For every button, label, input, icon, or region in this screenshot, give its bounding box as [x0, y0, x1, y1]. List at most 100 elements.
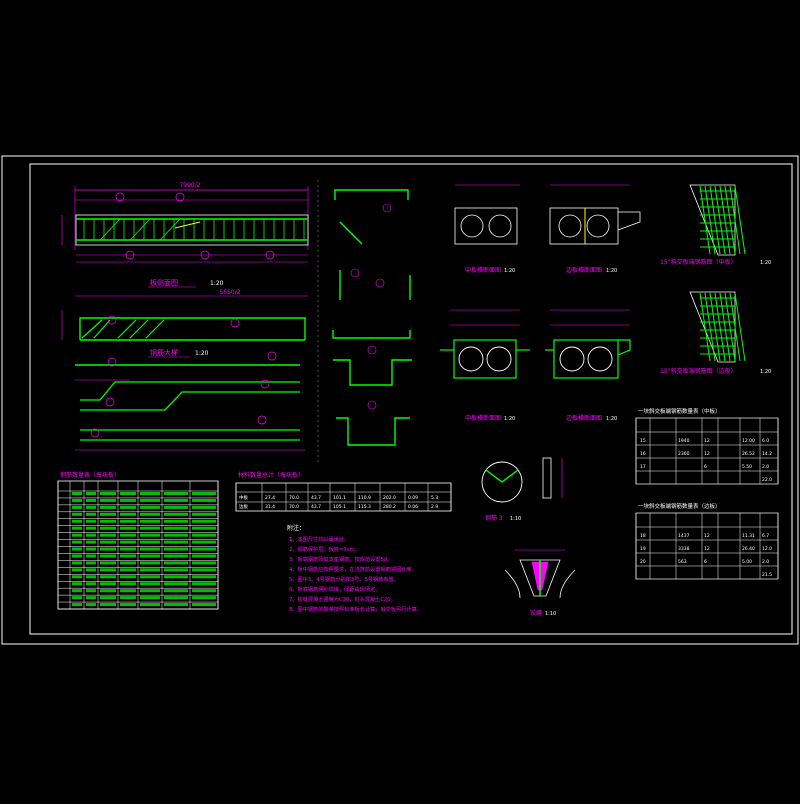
hole-detail-label: 钢筋 3 [485, 514, 503, 522]
skew-bar [699, 292, 711, 362]
mid-section-bottom-label: 中板横断面图 [465, 414, 501, 422]
skew-cell: 5.50 [742, 464, 752, 470]
rebar-cell-mark [192, 533, 216, 537]
rebar-cell-mark [86, 568, 96, 572]
rebar-cell-mark [120, 492, 136, 495]
inner-frame [29, 163, 793, 635]
material-cell: 280.2 [383, 504, 396, 510]
rebar-cell-mark [192, 492, 216, 495]
mid-section-bottom-scale: 1:20 [504, 416, 515, 422]
rebar-cell-mark [86, 526, 96, 530]
material-cell: 43.7 [311, 495, 321, 501]
rebar-cell-mark [86, 519, 96, 523]
note-line: 2、钢筋保护层：板底=3cm。 [289, 545, 360, 553]
rebar-cell-mark [86, 554, 96, 558]
note-line: 6、板底钢筋网片焊接，间距由现场定。 [289, 585, 381, 593]
skew-bar [709, 292, 721, 362]
rebar-cell-mark [140, 603, 160, 607]
material-cell: 31.4 [265, 504, 275, 510]
rebar-cell-mark [100, 568, 116, 572]
rebar-cell-mark [192, 519, 216, 523]
rebar-cell-mark [164, 512, 188, 516]
skew-cell: 6.0 [762, 438, 769, 444]
rebar-cell-mark [120, 505, 136, 509]
rebar-detail-label: 钢筋大样 [150, 348, 178, 357]
rebar-cell-mark [100, 519, 116, 523]
rebar-cell-mark [86, 596, 96, 600]
rebar-cell-mark [164, 596, 188, 600]
rebar-cell-mark [86, 533, 96, 537]
rebar-cell-mark [100, 498, 116, 502]
rebar-cell-mark [192, 540, 216, 544]
rebar-cell-mark [72, 589, 82, 593]
material-cell: 0.09 [408, 495, 418, 501]
rebar-cell-mark [100, 596, 116, 600]
mid-section-top-label: 中板横断面图 [465, 266, 501, 274]
hole-detail: 钢筋 3 1:10 [481, 457, 563, 522]
joint-detail-scale: 1:10 [545, 611, 556, 617]
note-line: 7、铰缝混凝土强度为C30，封头混凝土C20。 [289, 595, 396, 603]
skew-cell: 17 [640, 464, 646, 470]
edge-section-bottom: 边板横断面图 1:20 [545, 309, 631, 422]
skew-cell: 21.5 [762, 572, 772, 578]
skew-edge-scale: 1:20 [760, 369, 771, 375]
rebar-cell-mark [140, 540, 160, 544]
skew-cell: 22.0 [762, 477, 772, 483]
rebar-cell-mark [120, 596, 136, 600]
skew-cell: 12.0 [762, 546, 772, 552]
rebar-cell-mark [192, 561, 216, 565]
rebar-cell-mark [140, 568, 160, 572]
skew-bar [699, 185, 711, 255]
rebar-cell-mark [86, 492, 96, 495]
rebar-cell-mark [72, 568, 82, 572]
edge-section-top-label: 边板横断面图 [566, 266, 602, 274]
edge-section-bottom-label: 边板横断面图 [566, 414, 602, 422]
rebar-cell-mark [100, 554, 116, 558]
skew-cell: 6.7 [762, 533, 769, 539]
note-line: 3、板端钢筋及其支座钢筋，按规范设置5d。 [289, 555, 392, 563]
skew-cell: 6 [704, 464, 707, 470]
material-table-title: 材料数量总计（每块板） [238, 471, 304, 479]
rebar-cell-mark [120, 575, 136, 579]
rebar-cell-mark [86, 547, 96, 551]
skew-bar [719, 185, 731, 255]
edge-section-top-scale: 1:20 [606, 268, 617, 274]
skew-bar [704, 292, 716, 362]
skew-bar [709, 185, 721, 255]
rebar-cell-mark [120, 547, 136, 551]
outer-frame [1, 155, 799, 645]
rebar-cell-mark [164, 568, 188, 572]
rebar-cell-mark [140, 492, 160, 495]
rebar-cell-mark [164, 554, 188, 558]
skew-cell: 12 [704, 546, 710, 552]
skew-edge-label: 15°斜交板端钢筋图（边板） [660, 367, 737, 375]
rebar-cell-mark [72, 554, 82, 558]
skew-cell: 12 [704, 451, 710, 457]
edge-section-bottom-scale: 1:20 [606, 416, 617, 422]
skew-bar [719, 292, 731, 362]
material-cell: 105.1 [333, 504, 346, 510]
hole-detail-scale: 1:10 [510, 516, 521, 522]
rebar-cell-mark [140, 575, 160, 579]
rebar-cell-mark [86, 589, 96, 593]
rebar-cell-mark [192, 589, 216, 593]
rebar-cell-mark [86, 498, 96, 502]
dim-span-label: 7990/2 [179, 182, 200, 189]
material-cell: 101.1 [333, 495, 346, 501]
skew-cell: 5.00 [742, 559, 752, 565]
skew-cell: 11.31 [742, 533, 755, 539]
skew-cell: 3338 [678, 546, 690, 552]
rebar-cell-mark [72, 526, 82, 530]
rebar-cell-mark [192, 575, 216, 579]
edge-section-top: 边板横断面图 1:20 [549, 184, 641, 274]
skew-bar [714, 292, 726, 362]
joint-detail-label: 铰缝 [530, 609, 542, 617]
rebar-cell-mark [86, 575, 96, 579]
rebar-quantity-table: 钢筋数量表（每块板） [57, 471, 219, 610]
skew-edge-table-title: 一块斜交板端钢筋数量表（边板） [638, 502, 721, 510]
